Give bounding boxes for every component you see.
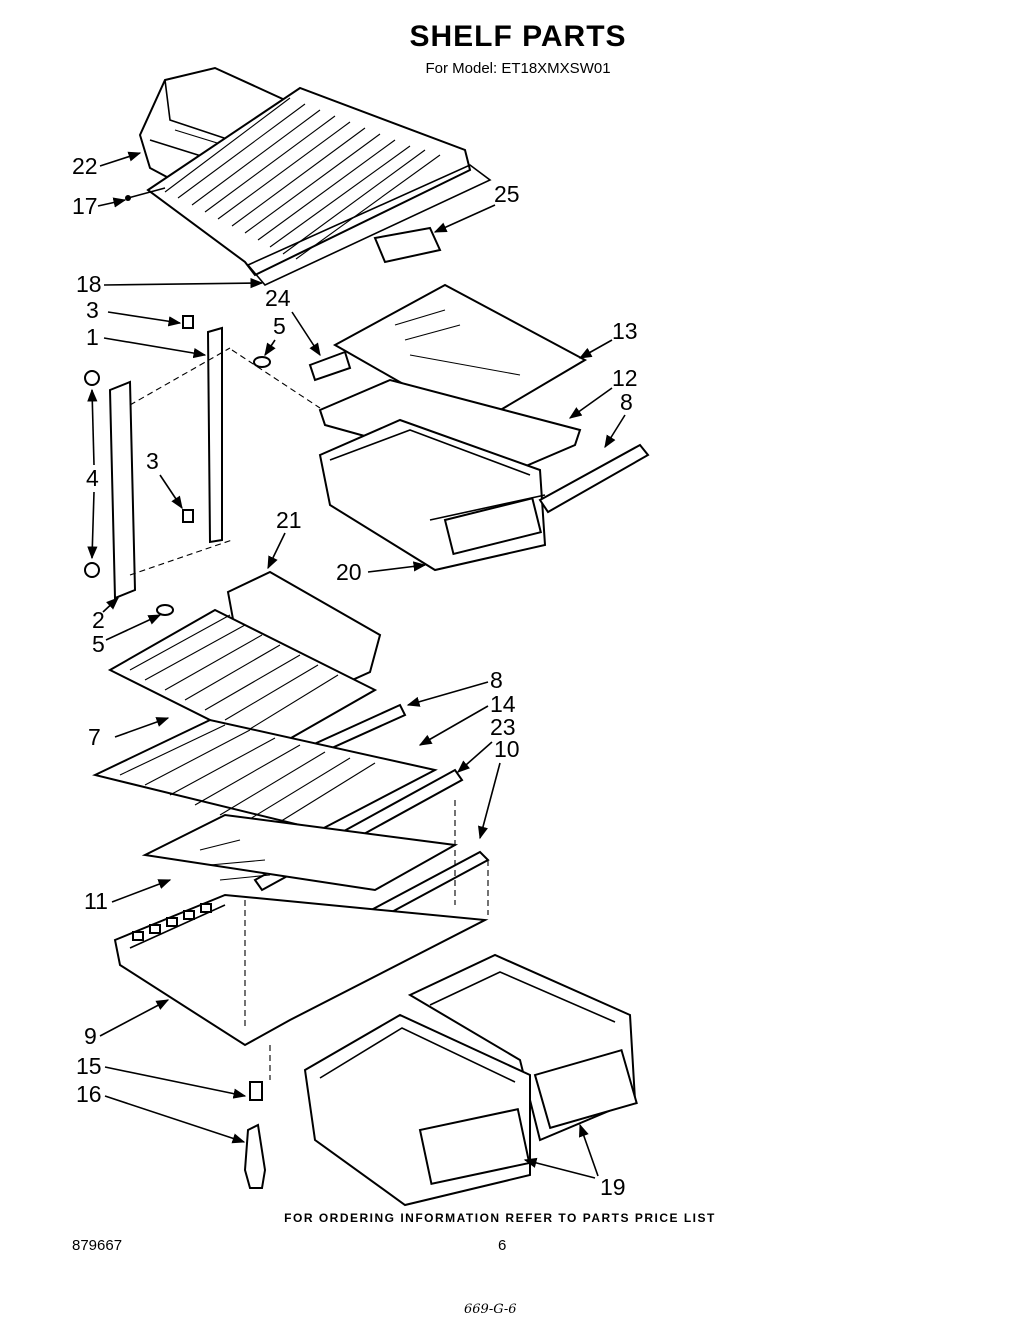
callout-3-upper: 3 — [86, 297, 99, 323]
callout-3-lower: 3 — [146, 448, 159, 474]
callout-23: 23 — [490, 714, 516, 740]
callout-12: 12 — [612, 365, 638, 391]
parts-15-16-drawing — [243, 1081, 267, 1189]
callout-15: 15 — [76, 1053, 102, 1079]
model-subtitle: For Model: ET18XMXSW01 — [425, 60, 611, 77]
top-wire-shelf-drawing — [125, 86, 492, 286]
page-title: SHELF PARTS — [409, 20, 627, 53]
callout-8-lower: 8 — [490, 667, 503, 693]
part-9-frame-drawing — [113, 893, 489, 1080]
handwritten-code: 669-G-6 — [464, 1302, 517, 1317]
callout-16: 16 — [76, 1081, 102, 1107]
page-number: 6 — [498, 1237, 507, 1254]
document-number: 879667 — [72, 1237, 123, 1254]
ordering-note: FOR ORDERING INFORMATION REFER TO PARTS … — [284, 1211, 716, 1225]
ladder-rails-drawing — [84, 315, 321, 616]
part-8-rail-drawing — [538, 443, 650, 514]
callout-18: 18 — [76, 271, 102, 297]
part-20-pan-drawing — [318, 418, 547, 572]
part-19-drawers-drawing — [303, 953, 638, 1207]
callout-2: 2 — [92, 607, 105, 633]
callout-7: 7 — [88, 724, 101, 750]
callout-1: 1 — [86, 324, 99, 350]
glass-shelf-assembly-drawing — [308, 283, 588, 477]
callout-11: 11 — [84, 888, 108, 914]
callout-22: 22 — [72, 153, 98, 179]
callout-24: 24 — [265, 285, 291, 311]
callout-9: 9 — [84, 1023, 97, 1049]
callout-17: 17 — [72, 193, 98, 219]
callout-20: 20 — [336, 559, 362, 585]
part-25-bracket-drawing — [373, 226, 442, 264]
callout-8-upper: 8 — [620, 389, 633, 415]
callout-5-upper: 5 — [273, 313, 286, 339]
callout-19: 19 — [600, 1174, 626, 1200]
callout-21: 21 — [276, 507, 302, 533]
callout-4: 4 — [86, 465, 99, 491]
callout-14: 14 — [490, 691, 516, 717]
callout-10: 10 — [494, 736, 520, 762]
callout-5-lower: 5 — [92, 631, 105, 657]
callout-13: 13 — [612, 318, 638, 344]
callout-25: 25 — [494, 181, 520, 207]
